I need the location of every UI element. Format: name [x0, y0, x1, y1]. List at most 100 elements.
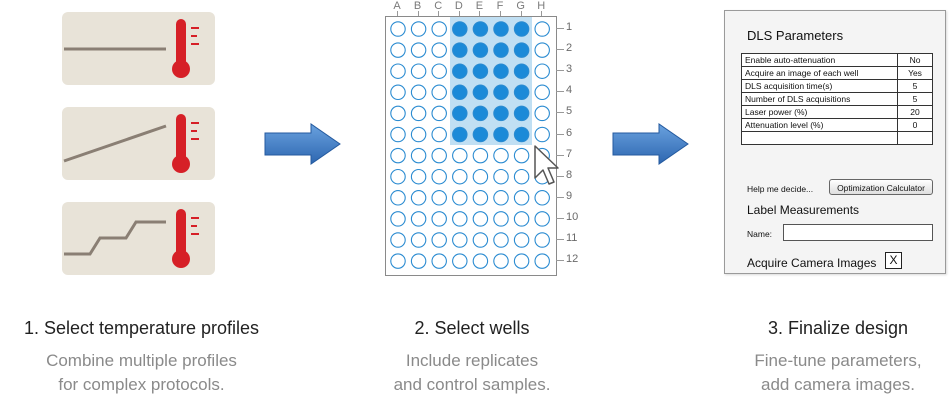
well-B8[interactable]	[410, 168, 427, 185]
well-G3[interactable]	[513, 63, 530, 79]
well-A4[interactable]	[390, 84, 406, 101]
well-F9[interactable]	[493, 190, 509, 206]
temperature-profile-card-ramp[interactable]	[62, 107, 215, 180]
well-E10[interactable]	[472, 211, 489, 227]
well-G6[interactable]	[513, 126, 530, 143]
well-A5[interactable]	[390, 105, 406, 122]
param-value[interactable]: 0	[897, 118, 933, 132]
well-H5[interactable]	[534, 105, 550, 122]
well-B3[interactable]	[410, 63, 427, 79]
well-H6[interactable]	[534, 126, 550, 143]
well-H3[interactable]	[534, 63, 550, 79]
well-E1[interactable]	[472, 21, 489, 37]
well-D9[interactable]	[452, 190, 468, 206]
well-E11[interactable]	[472, 232, 489, 248]
well-B5[interactable]	[410, 105, 427, 122]
acquire-camera-images-checkbox[interactable]: X	[885, 252, 902, 269]
well-H2[interactable]	[534, 42, 550, 58]
temperature-profile-card-flat[interactable]	[62, 12, 215, 85]
well-D6[interactable]	[452, 126, 468, 143]
help-me-decide-link[interactable]: Help me decide...	[747, 184, 814, 194]
well-A7[interactable]	[390, 147, 406, 164]
well-F4[interactable]	[493, 84, 509, 101]
well-D7[interactable]	[452, 147, 468, 164]
well-A2[interactable]	[390, 42, 406, 58]
well-C2[interactable]	[431, 42, 447, 58]
well-H12[interactable]	[534, 253, 550, 269]
param-value[interactable]: 20	[897, 105, 933, 119]
well-F2[interactable]	[493, 42, 509, 58]
well-F10[interactable]	[493, 211, 509, 227]
well-C5[interactable]	[431, 105, 447, 122]
well-H9[interactable]	[534, 190, 550, 206]
well-F5[interactable]	[493, 105, 509, 122]
param-value[interactable]: Yes	[897, 66, 933, 80]
well-D8[interactable]	[452, 168, 468, 185]
well-H11[interactable]	[534, 232, 550, 248]
well-A11[interactable]	[390, 232, 406, 248]
well-A10[interactable]	[390, 211, 406, 227]
well-C10[interactable]	[431, 211, 447, 227]
well-E8[interactable]	[472, 168, 489, 185]
well-H4[interactable]	[534, 84, 550, 101]
well-plate[interactable]	[385, 16, 557, 276]
well-G4[interactable]	[513, 84, 530, 101]
well-D3[interactable]	[452, 63, 468, 79]
well-E7[interactable]	[472, 147, 489, 164]
well-H10[interactable]	[534, 211, 550, 227]
well-B2[interactable]	[410, 42, 427, 58]
well-D2[interactable]	[452, 42, 468, 58]
param-value[interactable]: 5	[897, 79, 933, 93]
well-C11[interactable]	[431, 232, 447, 248]
optimization-calculator-button[interactable]: Optimization Calculator	[829, 179, 933, 195]
well-C7[interactable]	[431, 147, 447, 164]
well-G5[interactable]	[513, 105, 530, 122]
well-G10[interactable]	[513, 211, 530, 227]
well-C8[interactable]	[431, 168, 447, 185]
well-F1[interactable]	[493, 21, 509, 37]
well-B12[interactable]	[410, 253, 427, 269]
well-E3[interactable]	[472, 63, 489, 79]
well-F8[interactable]	[493, 168, 509, 185]
well-F12[interactable]	[493, 253, 509, 269]
temperature-profile-card-step[interactable]	[62, 202, 215, 275]
well-B9[interactable]	[410, 190, 427, 206]
well-F3[interactable]	[493, 63, 509, 79]
well-C3[interactable]	[431, 63, 447, 79]
well-A1[interactable]	[390, 21, 406, 37]
well-A8[interactable]	[390, 168, 406, 185]
well-C4[interactable]	[431, 84, 447, 101]
well-A6[interactable]	[390, 126, 406, 143]
well-B6[interactable]	[410, 126, 427, 143]
well-A3[interactable]	[390, 63, 406, 79]
well-F6[interactable]	[493, 126, 509, 143]
well-D4[interactable]	[452, 84, 468, 101]
well-B11[interactable]	[410, 232, 427, 248]
name-input[interactable]	[783, 224, 933, 241]
well-G9[interactable]	[513, 190, 530, 206]
well-E5[interactable]	[472, 105, 489, 122]
well-G7[interactable]	[513, 147, 530, 164]
well-B1[interactable]	[410, 21, 427, 37]
param-value[interactable]: 5	[897, 92, 933, 106]
well-C6[interactable]	[431, 126, 447, 143]
well-D11[interactable]	[452, 232, 468, 248]
well-F7[interactable]	[493, 147, 509, 164]
well-G8[interactable]	[513, 168, 530, 185]
well-C1[interactable]	[431, 21, 447, 37]
well-B10[interactable]	[410, 211, 427, 227]
well-E12[interactable]	[472, 253, 489, 269]
well-D12[interactable]	[452, 253, 468, 269]
param-value[interactable]	[897, 131, 933, 145]
well-D10[interactable]	[452, 211, 468, 227]
well-F11[interactable]	[493, 232, 509, 248]
well-G11[interactable]	[513, 232, 530, 248]
well-E4[interactable]	[472, 84, 489, 101]
well-E6[interactable]	[472, 126, 489, 143]
param-value[interactable]: No	[897, 53, 933, 67]
well-A9[interactable]	[390, 190, 406, 206]
well-E9[interactable]	[472, 190, 489, 206]
well-B4[interactable]	[410, 84, 427, 101]
well-D5[interactable]	[452, 105, 468, 122]
well-H1[interactable]	[534, 21, 550, 37]
